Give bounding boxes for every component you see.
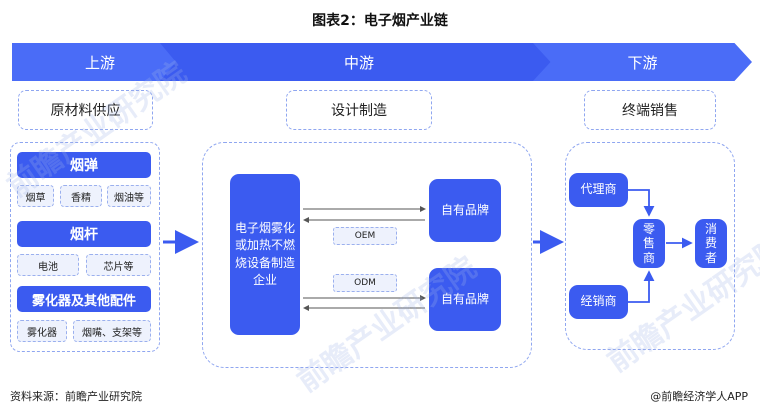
arrow-dealer-to-retail bbox=[628, 270, 655, 303]
chip-mouthpiece: 烟嘴、支架等 bbox=[73, 320, 151, 342]
oem-label: OEM bbox=[333, 227, 397, 245]
chip-battery: 电池 bbox=[17, 254, 79, 276]
chart-title: 图表2：电子烟产业链 bbox=[312, 13, 448, 29]
chip-chips: 芯片等 bbox=[86, 254, 151, 276]
header-design-manufacturing: 设计制造 bbox=[286, 90, 432, 130]
brand-note: @前瞻经济学人APP bbox=[650, 390, 748, 403]
stage-midstream: 中游 bbox=[160, 43, 558, 81]
group-atomizer-title: 雾化器及其他配件 bbox=[17, 286, 151, 312]
group-rod-title: 烟杆 bbox=[17, 221, 151, 247]
stage-upstream: 上游 bbox=[12, 43, 188, 81]
chip-flavor: 香精 bbox=[60, 185, 102, 207]
chip-eliquid: 烟油等 bbox=[107, 185, 151, 207]
header-terminal-sales: 终端销售 bbox=[584, 90, 716, 130]
source-note: 资料来源：前瞻产业研究院 bbox=[10, 390, 142, 403]
retail-node: 零售商 bbox=[633, 219, 665, 268]
arrow-agent-to-retail bbox=[628, 189, 655, 217]
maker-node: 电子烟雾化或加热不燃烧设备制造企业 bbox=[230, 174, 300, 335]
stage-downstream: 下游 bbox=[533, 43, 752, 81]
own-brand-node-1: 自有品牌 bbox=[429, 179, 501, 242]
dealer-node: 经销商 bbox=[569, 285, 628, 319]
odm-label: ODM bbox=[333, 274, 397, 292]
agent-node: 代理商 bbox=[569, 173, 628, 207]
group-pod-title: 烟弹 bbox=[17, 152, 151, 178]
header-raw-materials: 原材料供应 bbox=[18, 90, 153, 130]
own-brand-node-2: 自有品牌 bbox=[429, 268, 501, 331]
consumer-node: 消费者 bbox=[695, 219, 727, 268]
chip-tobacco: 烟草 bbox=[17, 185, 54, 207]
chip-atomizer: 雾化器 bbox=[17, 320, 67, 342]
